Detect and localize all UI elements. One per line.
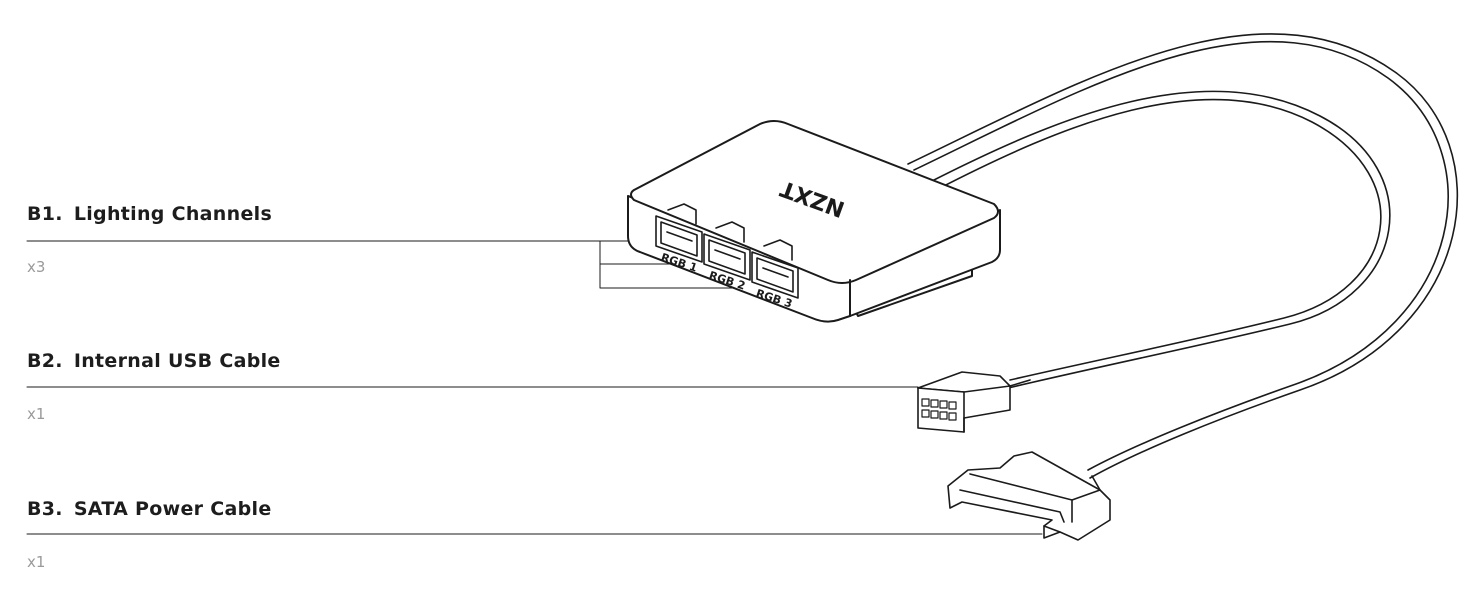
callout-b2-name: Internal USB Cable [73,350,281,372]
controller-side-face [849,209,1001,317]
rgb-port-1 [655,203,703,263]
callout-b2-title: B2. Internal USB Cable [27,350,281,372]
sata-power-connector [947,451,1111,541]
callout-b1-name: Lighting Channels [73,203,273,225]
callout-b2-code: B2. [27,350,63,372]
rgb-port-2 [703,221,751,281]
cable-to-connectors [1009,379,1101,491]
callout-b3-code: B3. [27,498,63,520]
leader-lines [26,240,1043,535]
cable-inner-2 [935,98,1382,381]
callout-b1-quantity: x3 [27,258,46,276]
cable-inner-1 [929,90,1391,389]
cable-loop [907,33,1459,479]
usb-header-connector [917,371,1011,433]
usb-pin-grid [921,398,957,421]
cable-outer-1 [907,33,1459,479]
controller-top-face [630,120,999,284]
callout-b2-quantity: x1 [27,405,46,423]
leader-line-b1-branch-3 [599,240,753,289]
rgb-port-3 [751,239,799,299]
callout-b1-code: B1. [27,203,63,225]
cable-outer-2 [913,40,1449,471]
callout-b3-quantity: x1 [27,553,46,571]
callout-b1-title: B1. Lighting Channels [27,203,272,225]
callout-b3-title: B3. SATA Power Cable [27,498,272,520]
rgb-controller [627,120,1001,323]
callout-b3-name: SATA Power Cable [73,498,272,520]
